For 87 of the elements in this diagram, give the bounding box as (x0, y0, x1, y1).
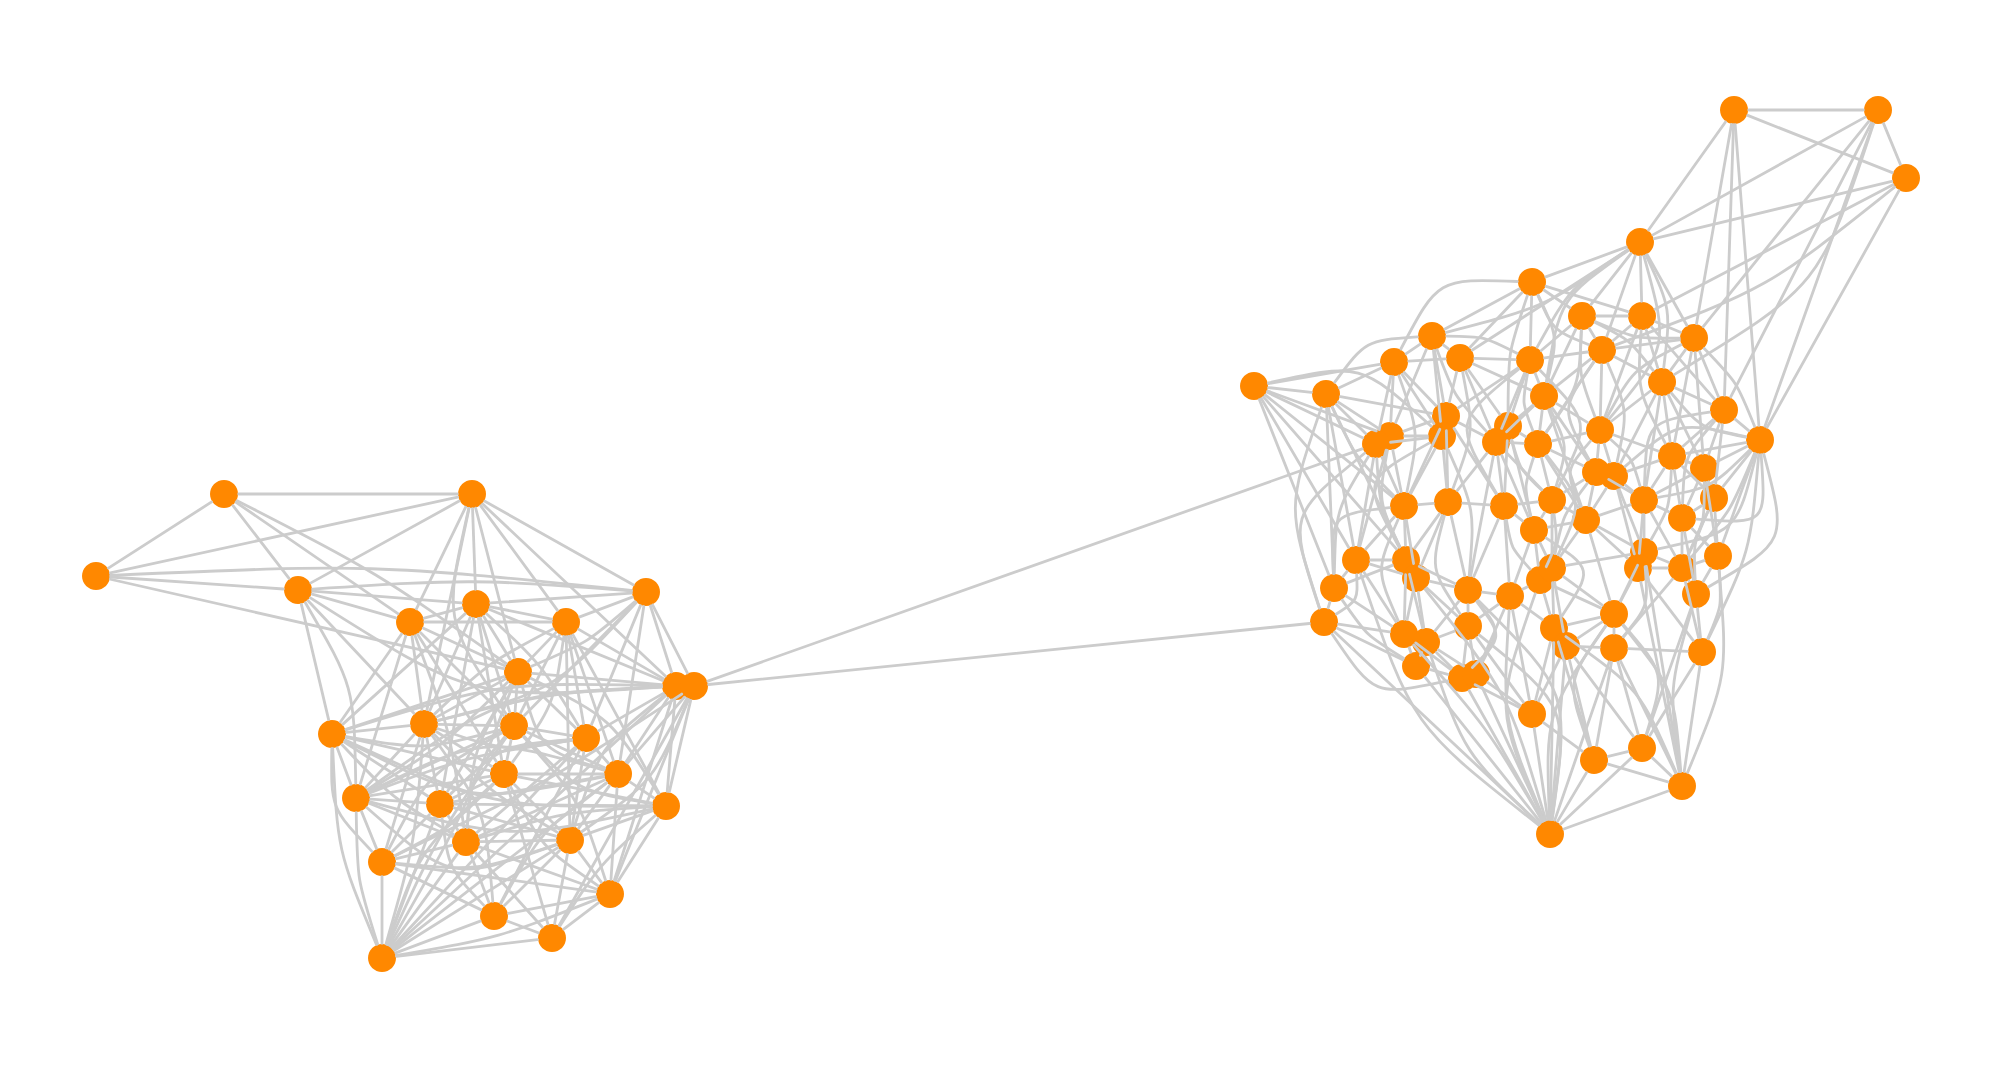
node-dot (1624, 554, 1652, 582)
node-dot (632, 578, 660, 606)
node-dot (1700, 484, 1728, 512)
node-dot (1462, 660, 1490, 688)
node-dot (1538, 554, 1566, 582)
node-dot (1380, 348, 1408, 376)
node-dot (1600, 600, 1628, 628)
node-dot (1418, 322, 1446, 350)
node-dot (1518, 700, 1546, 728)
node-dot (1552, 632, 1580, 660)
node-dot (1362, 430, 1390, 458)
node-dot (1524, 430, 1552, 458)
node-dot (1536, 820, 1564, 848)
node-dot (480, 902, 508, 930)
node-dot (1490, 492, 1518, 520)
node-dot (1648, 368, 1676, 396)
node-dot (1720, 96, 1748, 124)
node-dot (1520, 516, 1548, 544)
node-dot (1600, 634, 1628, 662)
node-dot (1428, 422, 1456, 450)
node-dot (410, 710, 438, 738)
node-dot (210, 480, 238, 508)
node-dot (342, 784, 370, 812)
node-dot (1690, 454, 1718, 482)
node-dot (1482, 428, 1510, 456)
node-dot (1412, 628, 1440, 656)
node-dot (1538, 486, 1566, 514)
node-dot (490, 760, 518, 788)
node-dot (1312, 380, 1340, 408)
node-dot (1658, 442, 1686, 470)
node-dot (1864, 96, 1892, 124)
node-dot (452, 828, 480, 856)
node-dot (1704, 542, 1732, 570)
node-dot (500, 712, 528, 740)
node-dot (396, 608, 424, 636)
node-dot (1516, 346, 1544, 374)
node-dot (1668, 772, 1696, 800)
node-dot (1434, 488, 1462, 516)
node-dot (284, 576, 312, 604)
node-dot (1630, 486, 1658, 514)
node-dot (1710, 396, 1738, 424)
node-dot (462, 590, 490, 618)
node-dot (680, 672, 708, 700)
node-dot (556, 826, 584, 854)
node-dot (318, 720, 346, 748)
node-dot (652, 792, 680, 820)
node-dot (1580, 746, 1608, 774)
node-dot (1586, 416, 1614, 444)
node-dot (604, 760, 632, 788)
node-dot (1628, 302, 1656, 330)
node-dot (1688, 638, 1716, 666)
node-dot (1390, 492, 1418, 520)
node-dot (368, 944, 396, 972)
node-dot (1892, 164, 1920, 192)
node-dot (1342, 546, 1370, 574)
node-dot (1680, 324, 1708, 352)
node-dot (1310, 608, 1338, 636)
node-dot (1572, 506, 1600, 534)
node-dot (1668, 554, 1696, 582)
node-dot (552, 608, 580, 636)
node-dot (426, 790, 454, 818)
node-dot (504, 658, 532, 686)
node-dot (1402, 564, 1430, 592)
node-dot (1626, 228, 1654, 256)
node-dot (1496, 582, 1524, 610)
node-dot (1530, 382, 1558, 410)
node-dot (1682, 580, 1710, 608)
node-dot (596, 880, 624, 908)
node-dot (572, 724, 600, 752)
node-dot (1628, 734, 1656, 762)
node-dot (538, 924, 566, 952)
node-dot (1390, 620, 1418, 648)
node-dot (1240, 372, 1268, 400)
node-dot (368, 848, 396, 876)
node-dot (1568, 302, 1596, 330)
node-dot (1668, 504, 1696, 532)
node-dot (1588, 336, 1616, 364)
node-dot (1446, 344, 1474, 372)
node-dot (1402, 652, 1430, 680)
node-dot (1600, 462, 1628, 490)
node-dot (458, 480, 486, 508)
node-dot (1320, 574, 1348, 602)
node-dot (1746, 426, 1774, 454)
node-dot (1454, 576, 1482, 604)
node-dot (1518, 268, 1546, 296)
node-dot (1454, 612, 1482, 640)
node-dot (82, 562, 110, 590)
